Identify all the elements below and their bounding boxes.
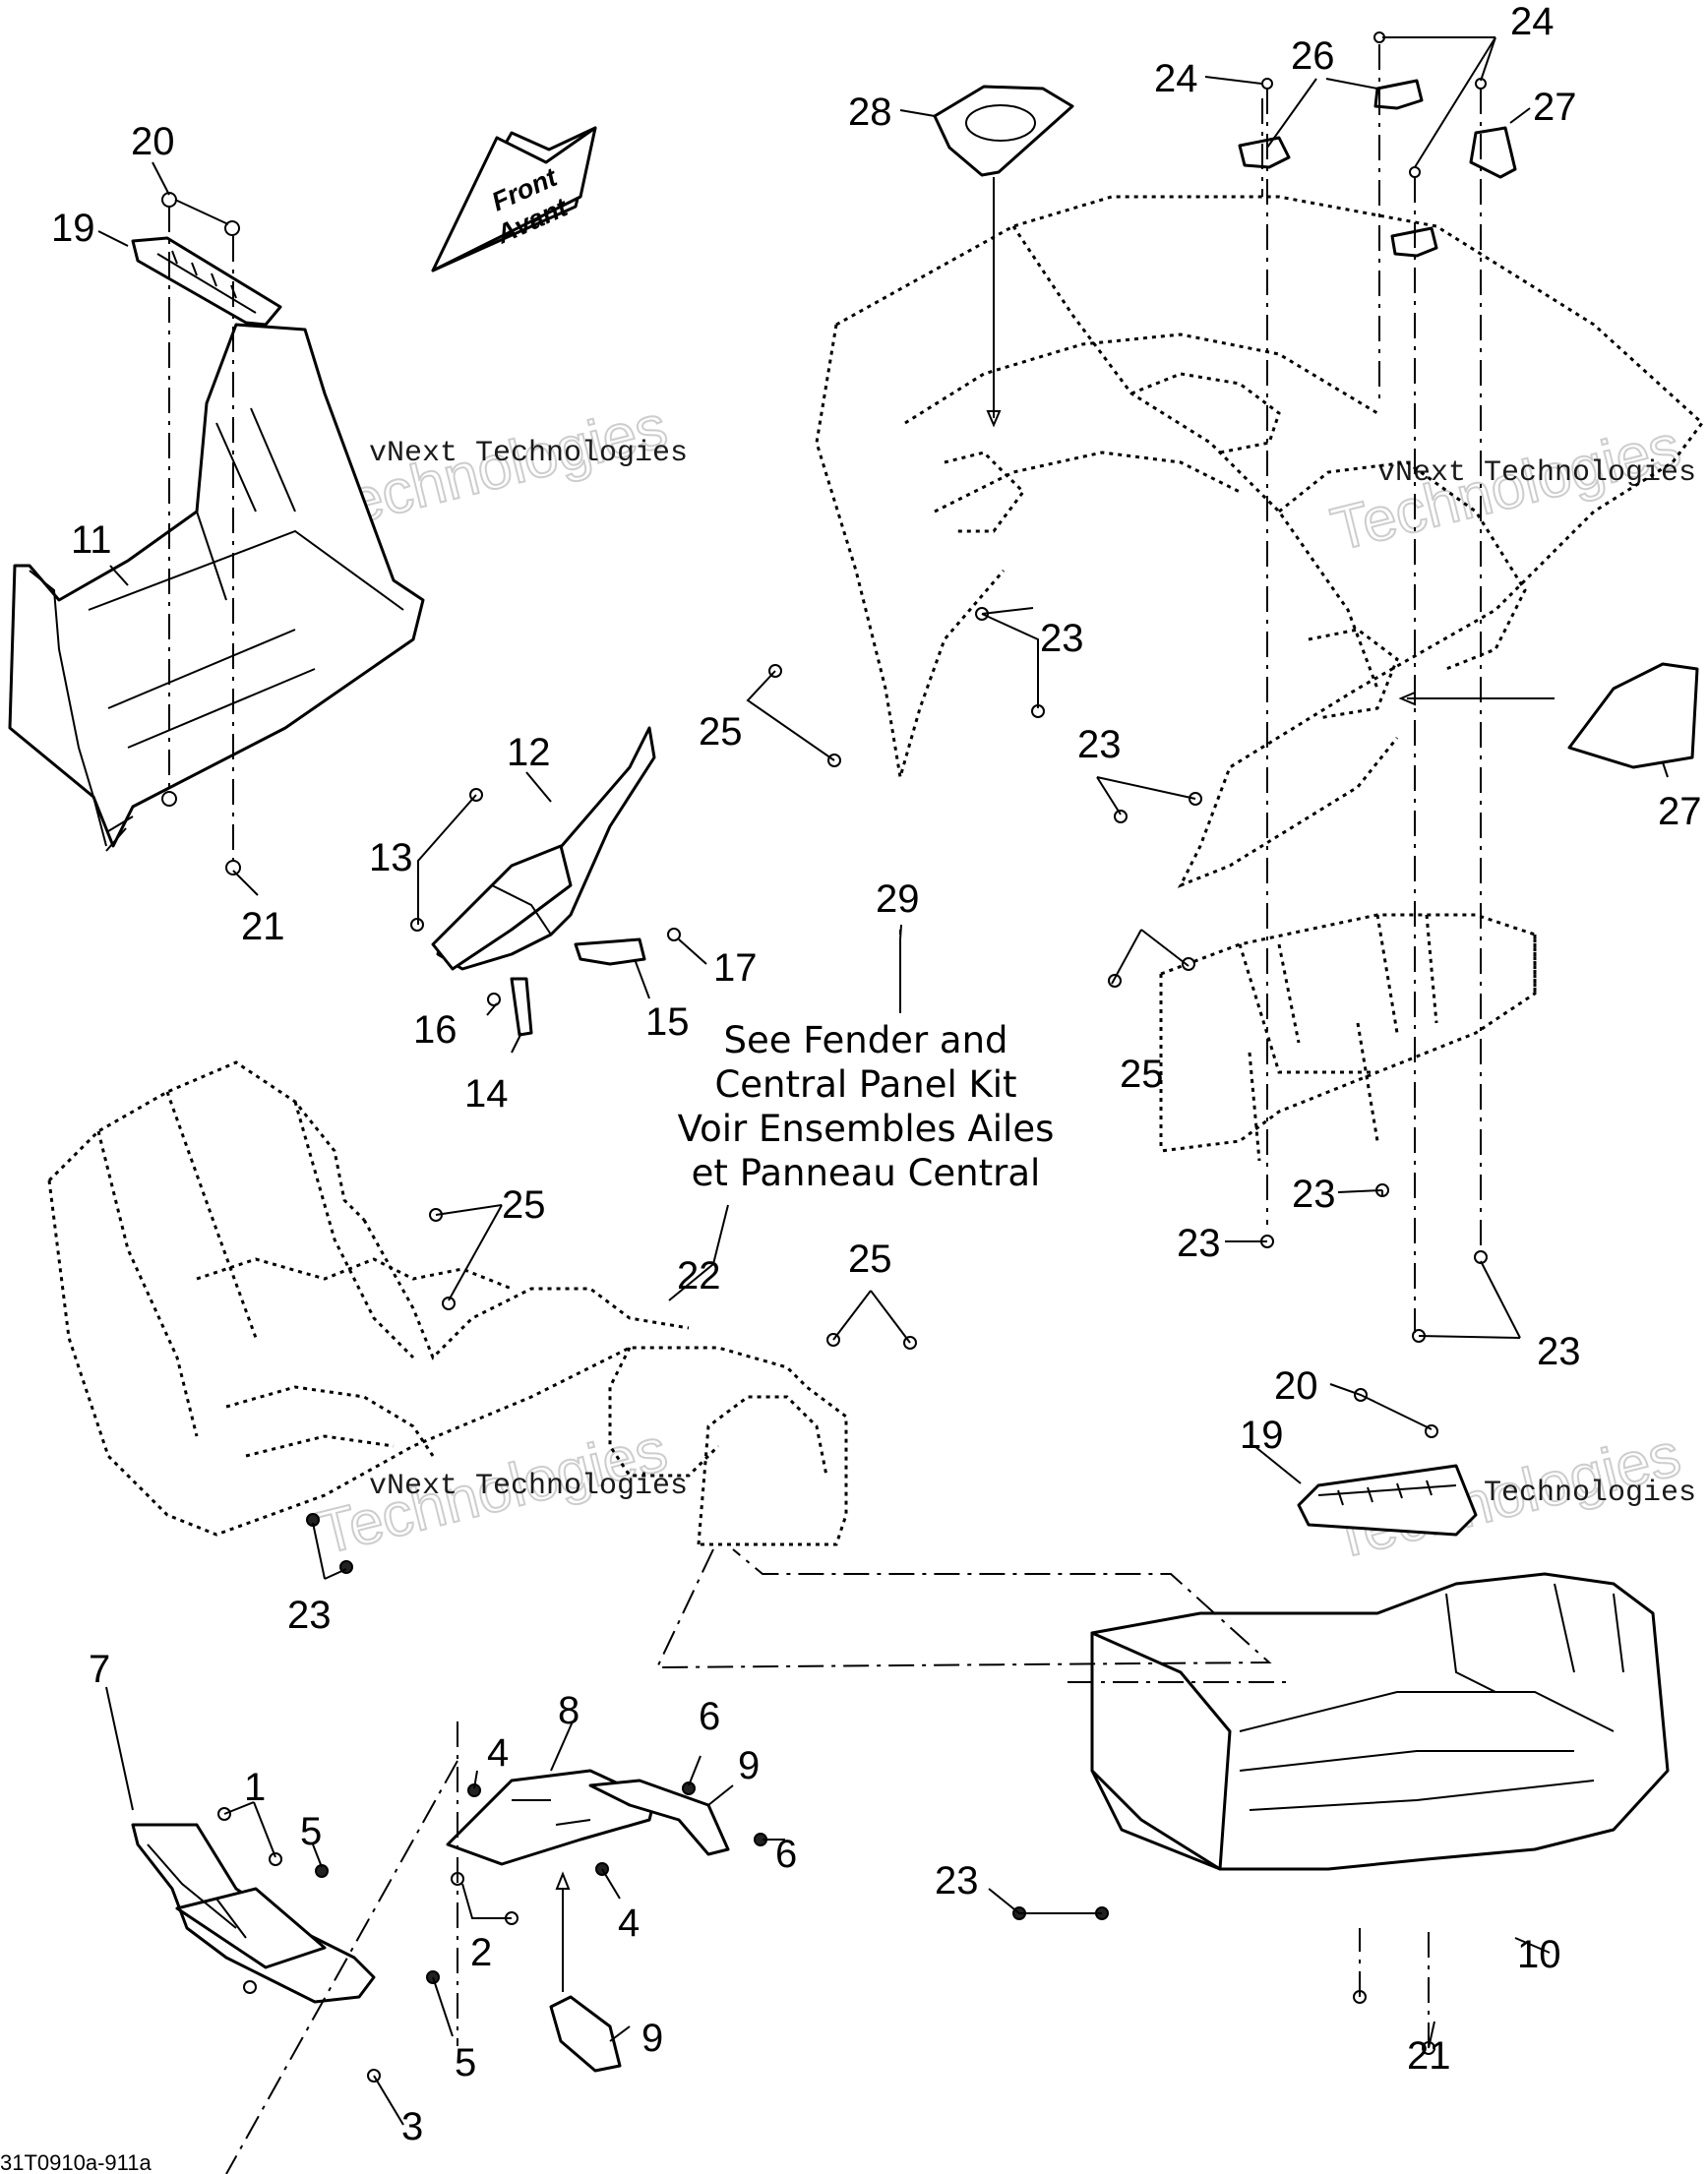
screw-25f	[442, 1297, 456, 1310]
figure-reference: 31T0910a-911a	[0, 2150, 152, 2174]
rear-fender-29	[815, 195, 1705, 1162]
bumper-7	[131, 1823, 376, 2004]
screw-21a	[161, 791, 177, 807]
callout-24-right: 24	[1510, 0, 1555, 43]
screw-18	[667, 928, 681, 941]
callout-10: 9	[641, 2017, 663, 2060]
callout-27: 28	[848, 91, 892, 134]
screw-23c	[1114, 810, 1128, 823]
kit-reference-note: See Fender and Central Panel Kit Voir En…	[678, 1019, 1055, 1194]
callout-5-bottom: 5	[455, 2041, 476, 2084]
callout-13: 12	[507, 731, 551, 774]
callout-18: 17	[713, 946, 758, 990]
callout-14: 13	[369, 836, 413, 879]
screw-20b	[224, 220, 240, 236]
callout-8: 8	[558, 1689, 580, 1732]
screw-24a	[1261, 78, 1273, 90]
callout-23-top: 23	[1040, 617, 1084, 660]
callout-23-front: 23	[287, 1594, 332, 1637]
front-fender-22	[47, 1060, 848, 1546]
note-line-2: Central Panel Kit	[714, 1063, 1016, 1106]
screw-20a	[161, 192, 177, 208]
callout-12: 10	[1517, 1933, 1561, 1976]
callout-28-left: 26	[1291, 34, 1335, 78]
screw-25d	[1182, 957, 1195, 971]
callout-6-top: 6	[699, 1695, 720, 1738]
callout-25-fender: 25	[848, 1238, 892, 1281]
leader-lines	[92, 36, 1669, 2126]
callout-4-bottom: 4	[618, 1902, 640, 1945]
screw-1b	[269, 1852, 282, 1866]
pad-28-c	[1469, 126, 1517, 179]
callout-23-rack-c: 23	[1537, 1330, 1581, 1373]
callout-16: 15	[645, 1000, 690, 1044]
pad-28-b	[1373, 79, 1424, 110]
callout-23-rack-a: 23	[1292, 1173, 1336, 1216]
footrest-front-19	[131, 236, 282, 327]
callout-23-rack-b: 23	[1177, 1222, 1221, 1265]
callout-3: 3	[401, 2105, 423, 2148]
callout-25-front: 25	[502, 1183, 546, 1227]
bracket-10	[549, 1995, 622, 2073]
callout-25-right: 25	[1120, 1053, 1164, 1096]
footrest-rear-19	[1297, 1464, 1478, 1537]
callout-23-rear: 23	[935, 1859, 979, 1902]
note-line-1: See Fender and	[723, 1019, 1007, 1061]
callout-6-bottom: 6	[775, 1833, 797, 1876]
callout-5-top: 5	[300, 1810, 322, 1853]
note-line-3: Voir Ensembles Ailes	[678, 1108, 1055, 1150]
callout-1: 1	[244, 1766, 266, 1809]
callout-25-left: 25	[699, 710, 743, 754]
bracket-9	[588, 1779, 730, 1856]
callout-24-left: 24	[1154, 57, 1198, 100]
callout-21-rear: 21	[1407, 2034, 1451, 2078]
callout-21: 21	[241, 905, 285, 948]
callout-labels: 20 19 11 21 12 13 16 14 15 17 28 24 26 2…	[51, 0, 1702, 2148]
bracket-assembly-13	[431, 726, 656, 971]
callout-17: 16	[413, 1008, 458, 1052]
callout-23-mid: 23	[1077, 723, 1122, 766]
callout-2: 2	[470, 1931, 492, 1974]
pad-28-a	[1238, 136, 1291, 169]
bracket-15	[510, 977, 533, 1037]
front-fender-11	[8, 323, 425, 848]
callout-26: 27	[1658, 790, 1702, 833]
screw-24d	[1409, 166, 1421, 178]
callout-20-rear: 20	[1274, 1364, 1318, 1408]
callout-4-top: 4	[487, 1731, 509, 1775]
nut-6a	[682, 1781, 696, 1795]
screw-21b	[225, 860, 241, 876]
watermark-3: vNext Technologies	[369, 1470, 688, 1503]
rear-rack-12	[1090, 1572, 1670, 1871]
callout-11: 11	[71, 518, 112, 562]
bracket-16	[574, 937, 646, 966]
screw-17	[487, 993, 501, 1006]
callout-22: 22	[677, 1254, 721, 1298]
callout-29: 29	[876, 877, 920, 921]
callout-7: 7	[89, 1648, 110, 1691]
screw-3a	[243, 1980, 257, 1994]
callout-20: 20	[131, 120, 175, 163]
cap-27	[933, 85, 1074, 177]
note-line-4: et Panneau Central	[692, 1152, 1041, 1194]
callout-28-right: 27	[1533, 86, 1577, 129]
callout-9: 9	[738, 1744, 760, 1787]
front-direction-arrow: Front Avant	[431, 126, 597, 272]
callout-19: 19	[51, 207, 95, 250]
watermark-1: vNext Technologies	[369, 437, 688, 470]
watermark-2: vNext Technologies	[1377, 456, 1696, 490]
seat-pad-26	[1567, 662, 1699, 769]
callout-15: 14	[464, 1072, 509, 1116]
callout-19-rear: 19	[1240, 1414, 1284, 1457]
